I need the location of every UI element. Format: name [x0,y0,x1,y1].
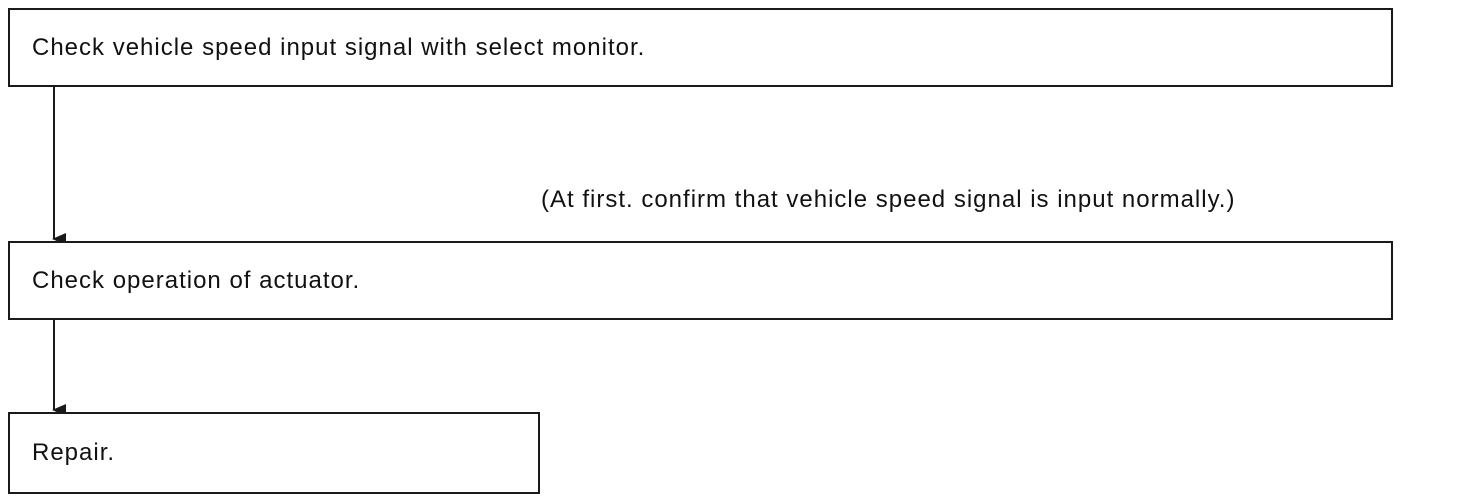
step-note: (At first. confirm that vehicle speed si… [541,186,1236,213]
step-label-3: Repair. [32,439,116,466]
step-box-2: Check operation of actuator. [8,241,1393,320]
step-label-1: Check vehicle speed input signal with se… [32,33,646,61]
step-box-1: Check vehicle speed input signal with se… [8,8,1393,87]
step-box-3: Repair. [8,412,540,494]
step-label-2: Check operation of actuator. [32,266,361,294]
